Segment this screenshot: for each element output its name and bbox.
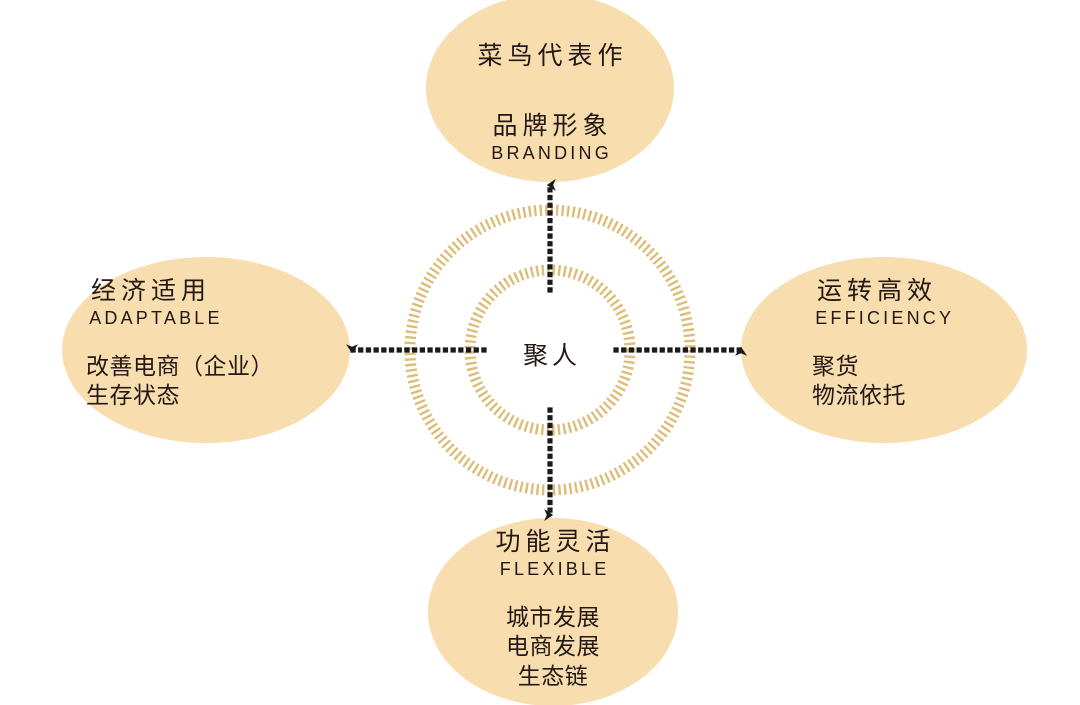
node-left-head-cn: 经济适用 <box>91 277 212 305</box>
node-ellipse-bottom[interactable] <box>428 518 678 705</box>
node-bottom-head-cn: 功能灵活 <box>495 528 616 556</box>
node-top-head-cn: 菜鸟代表作 <box>477 42 628 70</box>
node-ellipse-left[interactable] <box>62 257 350 443</box>
outer-dashed-ring <box>404 204 696 496</box>
center-hub-label: 聚人 <box>522 342 581 370</box>
node-left-text: 经济适用 ADAPTABLE 改善电商（企业） 生存状态 <box>86 275 326 411</box>
node-right-head-cn: 运转高效 <box>817 277 938 305</box>
node-right-body-line-2: 物流依托 <box>812 382 906 409</box>
node-top-sub-en: BRANDING <box>491 143 612 163</box>
node-right-body-line-1: 聚货 <box>812 353 859 380</box>
node-left-body-line-1: 改善电商（企业） <box>86 353 274 380</box>
node-bottom-head-en: FLEXIBLE <box>499 559 610 579</box>
node-bottom-body-line-2: 电商发展 <box>506 633 600 660</box>
node-bottom-body-line-3: 生态链 <box>517 662 589 689</box>
node-ellipse-top[interactable] <box>426 0 674 182</box>
node-right-text: 运转高效 EFFICIENCY 聚货 物流依托 <box>812 275 1052 411</box>
node-left-head-en: ADAPTABLE <box>89 308 223 328</box>
node-top-text: 菜鸟代表作 品牌形象 BRANDING <box>426 40 674 165</box>
node-right-head-en: EFFICIENCY <box>815 308 955 328</box>
node-ellipse-right[interactable] <box>741 257 1027 443</box>
node-top-sub-cn: 品牌形象 <box>492 112 613 140</box>
node-bottom-body-line-1: 城市发展 <box>506 604 600 631</box>
node-bottom-text: 功能灵活 FLEXIBLE 城市发展 电商发展 生态链 <box>429 526 677 691</box>
node-left-body-line-2: 生存状态 <box>86 382 180 409</box>
